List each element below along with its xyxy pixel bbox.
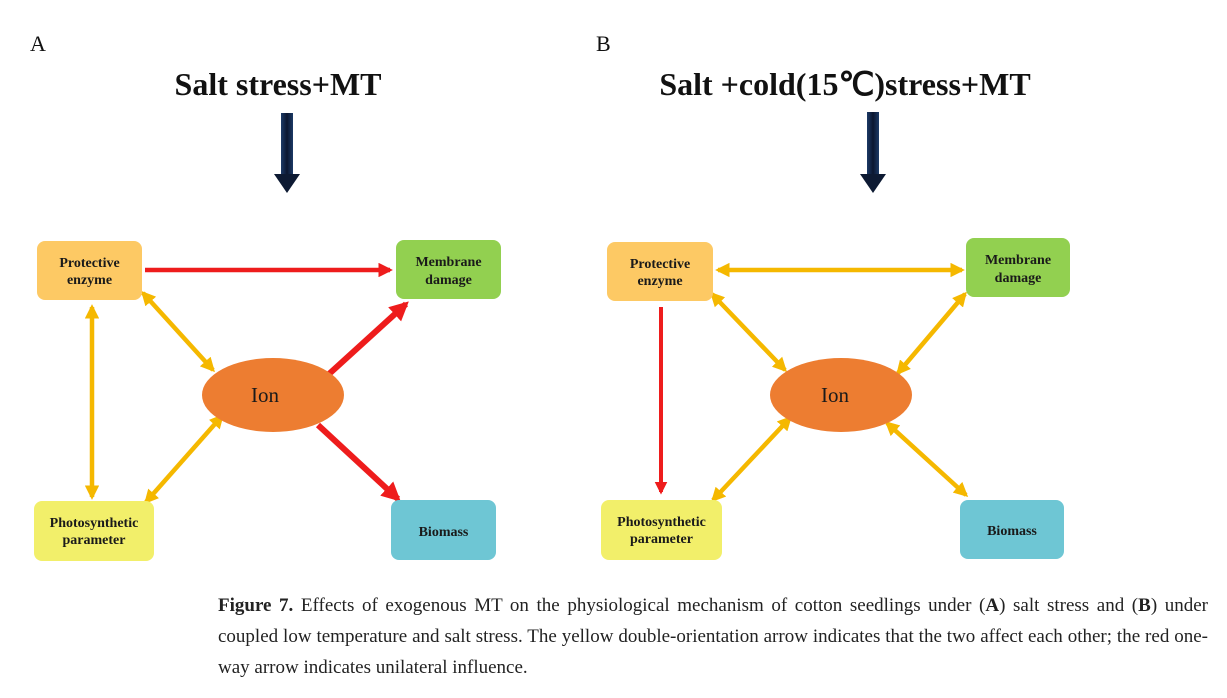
node-b-protective-enzyme: Protective enzyme bbox=[607, 242, 713, 301]
arrow-b-ion-biomass bbox=[884, 421, 969, 497]
node-a-photosynthetic-parameter: Photosynthetic parameter bbox=[34, 501, 154, 561]
node-b-ion-label: Ion bbox=[821, 383, 849, 407]
panel-a-letter: A bbox=[30, 31, 46, 56]
arrow-b-enzyme-ion bbox=[710, 291, 787, 373]
panel-a: A Salt stress+MT Protective enzyme Membr… bbox=[30, 31, 501, 561]
node-a-biomass-label: Biomass bbox=[419, 525, 469, 540]
node-b-ion: Ion bbox=[770, 358, 912, 432]
arrow-a-ion-photosynthetic bbox=[144, 413, 224, 505]
node-a-photosynthetic-parameter-line1: Photosynthetic bbox=[50, 516, 139, 531]
figure-diagram: A Salt stress+MT Protective enzyme Membr… bbox=[30, 31, 1070, 561]
panel-b-down-arrow bbox=[860, 112, 886, 193]
panel-b-title: Salt +cold(15℃)stress+MT bbox=[659, 66, 1030, 102]
node-b-photosynthetic-parameter: Photosynthetic parameter bbox=[601, 500, 722, 560]
node-a-membrane-damage: Membrane damage bbox=[396, 240, 501, 299]
node-a-protective-enzyme-line1: Protective bbox=[59, 256, 119, 271]
panel-b-letter: B bbox=[596, 31, 611, 56]
node-a-protective-enzyme-line2: enzyme bbox=[67, 273, 112, 288]
node-b-membrane-damage: Membrane damage bbox=[966, 238, 1070, 297]
node-a-biomass: Biomass bbox=[391, 500, 496, 560]
node-b-protective-enzyme-line2: enzyme bbox=[637, 274, 682, 289]
node-b-photosynthetic-parameter-line2: parameter bbox=[630, 532, 693, 547]
node-b-biomass-label: Biomass bbox=[987, 524, 1037, 539]
node-b-biomass: Biomass bbox=[960, 500, 1064, 559]
panel-b: B Salt +cold(15℃)stress+MT Protective en… bbox=[596, 31, 1070, 560]
node-b-membrane-damage-line2: damage bbox=[995, 271, 1042, 286]
node-a-ion: Ion bbox=[202, 358, 344, 432]
caption-label: Figure 7. bbox=[218, 595, 294, 616]
caption-text-3: ) under coupled low temperature and salt… bbox=[218, 595, 1209, 678]
caption-text-1: Effects of exogenous MT on the physiolog… bbox=[293, 595, 986, 616]
node-b-photosynthetic-parameter-line1: Photosynthetic bbox=[617, 515, 706, 530]
caption-bold-a: A bbox=[985, 595, 1000, 616]
panel-a-down-arrow bbox=[274, 113, 300, 193]
caption-bold-b: B bbox=[1138, 595, 1151, 616]
caption-text-2: ) salt stress and ( bbox=[999, 595, 1139, 616]
figure-caption: Figure 7. Effects of exogenous MT on the… bbox=[218, 590, 1208, 683]
arrow-b-membrane-ion bbox=[896, 291, 967, 376]
arrow-a-enzyme-ion bbox=[141, 290, 215, 373]
arrow-a-ion-to-membrane bbox=[326, 301, 409, 377]
node-a-protective-enzyme: Protective enzyme bbox=[37, 241, 142, 300]
node-a-ion-label: Ion bbox=[251, 383, 279, 407]
node-b-membrane-damage-line1: Membrane bbox=[985, 253, 1051, 268]
arrow-a-ion-to-biomass bbox=[315, 422, 401, 502]
node-b-protective-enzyme-line1: Protective bbox=[630, 257, 690, 272]
node-a-photosynthetic-parameter-line2: parameter bbox=[63, 533, 126, 548]
node-a-membrane-damage-line2: damage bbox=[425, 273, 472, 288]
arrow-b-ion-photosynthetic bbox=[711, 415, 792, 503]
panel-a-title: Salt stress+MT bbox=[175, 66, 382, 102]
node-a-membrane-damage-line1: Membrane bbox=[415, 255, 481, 270]
